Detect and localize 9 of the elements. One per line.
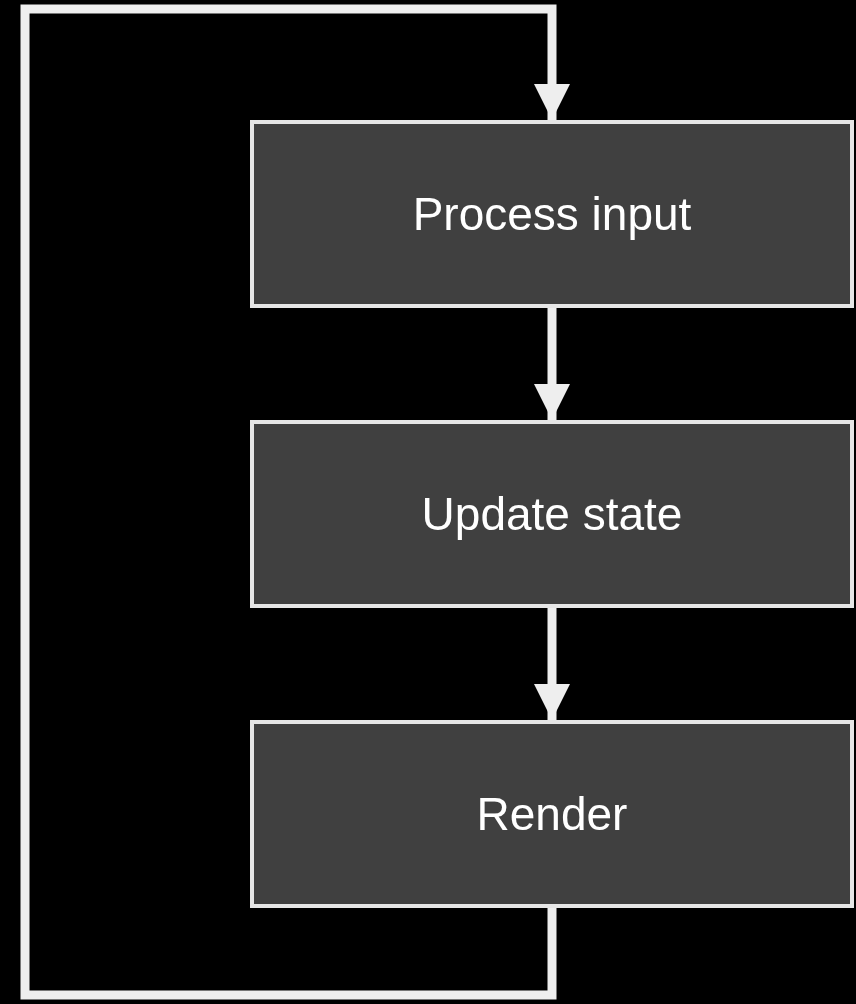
box-label: Update state: [421, 487, 683, 541]
process-box: [250, 120, 854, 308]
process-box: [250, 420, 854, 608]
process-box: [250, 720, 854, 908]
arrow: [534, 608, 570, 720]
box-label: Process input: [412, 187, 692, 241]
box-label: Render: [476, 787, 628, 841]
arrow: [20, 4, 570, 1000]
arrow: [534, 308, 570, 420]
